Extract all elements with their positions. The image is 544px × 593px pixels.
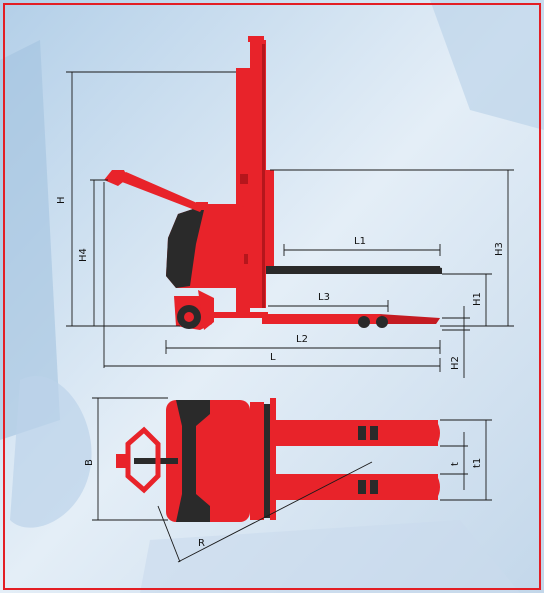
label-t1: t1 — [472, 458, 483, 468]
fork-window — [370, 480, 378, 494]
mast-shade — [262, 44, 265, 308]
fork-tip — [428, 474, 440, 500]
truck-body-dark — [166, 208, 204, 288]
label-t: t — [450, 462, 461, 466]
drive-wheel-hub — [184, 312, 194, 322]
load-wheel — [358, 316, 370, 328]
side-view — [104, 36, 442, 330]
tiller-grip — [116, 454, 130, 468]
label-L2: L2 — [296, 334, 308, 345]
label-L: L — [270, 352, 276, 363]
tiller-base — [196, 202, 208, 210]
top-mast — [250, 402, 264, 520]
drive-wheel-cover — [198, 290, 214, 330]
background-shape — [140, 520, 520, 593]
top-mast-dark — [264, 404, 270, 518]
fork-window — [358, 480, 366, 494]
side-dimensions: H H4 L1 L3 L2 L H3 H1 — [56, 71, 514, 378]
background-shape — [10, 376, 92, 528]
fork-tip — [434, 266, 442, 274]
fork-carriage — [266, 170, 274, 274]
tiller-handle — [125, 426, 161, 494]
tiller-arm — [118, 172, 204, 212]
fork-window — [370, 426, 378, 440]
mast-bracket — [240, 174, 248, 184]
top-fork-lower — [276, 474, 438, 500]
label-H3: H3 — [494, 242, 505, 256]
fork — [266, 266, 440, 274]
tiller-handle — [104, 170, 128, 186]
label-H1: H1 — [472, 292, 483, 306]
top-carriage — [270, 398, 276, 520]
background-shape — [430, 0, 544, 130]
label-H2: H2 — [450, 356, 461, 370]
mast-top — [248, 36, 264, 42]
body-cover — [204, 204, 242, 214]
top-view — [116, 398, 440, 522]
top-dimensions: B t t1 R — [84, 397, 492, 563]
background-shape — [0, 40, 60, 440]
label-R: R — [198, 538, 205, 549]
label-L3: L3 — [318, 292, 330, 303]
load-wheel — [376, 316, 388, 328]
base-support — [240, 278, 248, 314]
label-H: H — [56, 196, 67, 204]
fork-tip — [428, 420, 440, 446]
top-body-dark — [176, 400, 210, 522]
fork-window — [358, 426, 366, 440]
base-frame — [212, 312, 268, 318]
top-fork-upper — [276, 420, 438, 446]
label-B: B — [84, 459, 95, 466]
top-body — [166, 400, 250, 522]
label-L1: L1 — [354, 236, 366, 247]
frame-border — [3, 3, 541, 590]
label-H4: H4 — [78, 248, 89, 262]
base-leg-shade — [380, 314, 440, 324]
